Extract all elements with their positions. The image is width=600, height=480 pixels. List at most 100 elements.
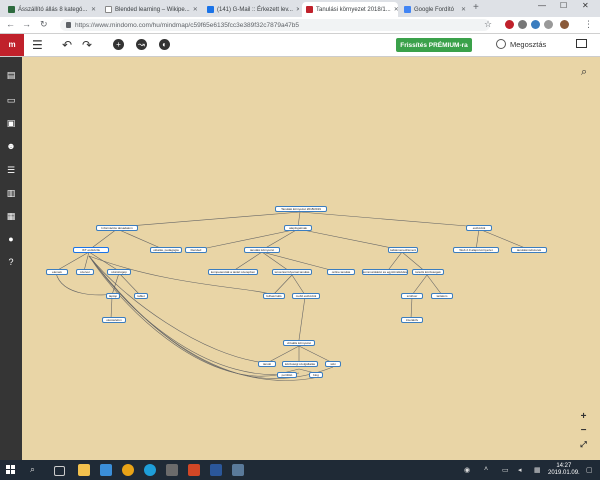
chrome-icon[interactable] bbox=[122, 464, 134, 476]
extension-icon[interactable] bbox=[544, 20, 553, 29]
mindmap-topic[interactable]: alapfogalmak bbox=[284, 225, 312, 231]
notes-icon[interactable]: ▥ bbox=[6, 188, 16, 198]
mindmap-canvas[interactable]: Tanulási környezet 2018/2019 Információs… bbox=[22, 57, 600, 460]
forward-button[interactable]: → bbox=[22, 19, 31, 29]
mindmap-topic[interactable]: elemek bbox=[46, 269, 68, 275]
tray-chevron-icon[interactable]: ˄ bbox=[484, 466, 489, 473]
mindmap-topic[interactable]: blended bbox=[185, 247, 207, 253]
bulb-icon[interactable]: ● bbox=[8, 234, 14, 244]
browser-menu-icon[interactable]: ⋮ bbox=[584, 19, 593, 29]
undo-icon[interactable]: ↶ bbox=[62, 38, 73, 52]
mindmap-topic[interactable]: blog bbox=[309, 372, 323, 378]
extension-icon[interactable] bbox=[505, 20, 514, 29]
mindmap-topic[interactable]: kompetenciák a tanári szerepben bbox=[208, 269, 258, 275]
mindmap-topic[interactable]: tanulói közösségek bbox=[412, 269, 444, 275]
search-icon[interactable]: ⌕ bbox=[581, 66, 588, 78]
word-icon[interactable] bbox=[210, 464, 222, 476]
mindmap-topic[interactable]: számítógép bbox=[107, 269, 131, 275]
chat-icon[interactable]: ▦ bbox=[6, 211, 16, 221]
premium-upgrade-button[interactable]: Frissítés PRÉMIUM-ra bbox=[396, 38, 472, 52]
mindmap-topic[interactable]: laptop bbox=[106, 293, 120, 299]
network-icon[interactable]: ▭ bbox=[502, 467, 509, 474]
redo-icon[interactable]: ↷ bbox=[82, 38, 93, 52]
window-close-button[interactable]: ✕ bbox=[582, 1, 589, 10]
mindmap-topic[interactable]: tudásmenedzsment bbox=[388, 247, 418, 253]
mindmap-topic[interactable]: szerver bbox=[76, 269, 94, 275]
add-relationship-icon[interactable]: ↝ bbox=[136, 39, 147, 50]
mindmap-topic[interactable]: online tanulás bbox=[327, 269, 355, 275]
reload-button[interactable]: ↻ bbox=[40, 19, 48, 29]
fit-to-screen-icon[interactable]: ⤢ bbox=[580, 440, 587, 449]
list-icon[interactable]: ☰ bbox=[6, 165, 16, 175]
search-icon[interactable]: ⌕ bbox=[30, 464, 36, 474]
powerpoint-icon[interactable] bbox=[188, 464, 200, 476]
close-tab-icon[interactable]: ✕ bbox=[460, 7, 466, 13]
mindmap-topic[interactable]: eszközök bbox=[466, 225, 492, 231]
new-tab-button[interactable]: + bbox=[473, 2, 479, 13]
emoji-icon[interactable]: ☻ bbox=[6, 141, 16, 151]
mindmap-topic[interactable]: felhasználó bbox=[263, 293, 285, 299]
extension-icon[interactable] bbox=[531, 20, 540, 29]
mindmap-topic[interactable]: mobil eszközök bbox=[292, 293, 320, 299]
mindmap-topic[interactable]: szoftver bbox=[401, 293, 423, 299]
text-icon[interactable]: ▭ bbox=[6, 95, 16, 105]
close-tab-icon[interactable]: ✕ bbox=[192, 7, 197, 13]
people-icon[interactable]: ◉ bbox=[464, 467, 471, 474]
url-bar[interactable]: https://www.mindomo.com/hu/mindmap/c59f6… bbox=[60, 19, 490, 31]
system-clock[interactable]: 14:27 2019.01.09. bbox=[548, 463, 580, 477]
files-icon[interactable] bbox=[100, 464, 112, 476]
zoom-out-button[interactable]: − bbox=[580, 425, 587, 436]
photos-icon[interactable] bbox=[232, 464, 244, 476]
mindmap-topic[interactable]: oktatás, pedagógia bbox=[150, 247, 182, 253]
browser-tab[interactable]: Blended learning – Wikipe... ✕ bbox=[101, 2, 197, 17]
mindmap-topic[interactable]: tanuló bbox=[258, 361, 276, 367]
mindmap-topic[interactable]: tanulási környezet bbox=[244, 247, 280, 253]
extension-icon[interactable] bbox=[518, 20, 527, 29]
keyboard-icon[interactable]: ▦ bbox=[534, 467, 541, 474]
browser-tab-active[interactable]: Tanulási környezet 2018/1... ✕ bbox=[302, 2, 398, 17]
windows-start-icon[interactable] bbox=[6, 465, 16, 475]
store-icon[interactable] bbox=[166, 464, 178, 476]
theme-icon[interactable]: ◐ bbox=[159, 39, 170, 50]
browser-tab[interactable]: Google Fordító ✕ bbox=[400, 2, 470, 17]
zoom-in-button[interactable]: + bbox=[580, 411, 587, 422]
mindmap-topic[interactable]: kommunikáció és együttműködés bbox=[362, 269, 408, 275]
root-topic[interactable]: Tanulási környezet 2018/2019 bbox=[275, 206, 327, 212]
doc-icon[interactable]: ▤ bbox=[6, 70, 16, 80]
file-explorer-icon[interactable] bbox=[78, 464, 90, 476]
mindmap-topic[interactable]: közösségi szolgáltatás bbox=[282, 361, 318, 367]
close-tab-icon[interactable]: ✕ bbox=[295, 7, 299, 13]
mindmap-topic[interactable]: tervezési folyamat tanulás bbox=[272, 269, 312, 275]
mindmap-topic[interactable]: tablet bbox=[134, 293, 148, 299]
add-topic-icon[interactable]: + bbox=[113, 39, 124, 50]
help-icon[interactable]: ? bbox=[8, 257, 14, 267]
mindmap-topic[interactable]: wiki bbox=[325, 361, 341, 367]
volume-icon[interactable]: ◂ bbox=[518, 467, 522, 474]
task-view-icon[interactable] bbox=[54, 466, 65, 476]
skype-icon[interactable] bbox=[144, 464, 156, 476]
mindmap-topic[interactable]: interaktív bbox=[401, 317, 423, 323]
hamburger-menu-icon[interactable]: ☰ bbox=[32, 38, 43, 52]
mindmap-topic[interactable]: tanulásmódszerek bbox=[511, 247, 547, 253]
present-icon[interactable] bbox=[576, 39, 587, 48]
close-tab-icon[interactable]: ✕ bbox=[90, 7, 96, 13]
maximize-button[interactable]: ☐ bbox=[560, 1, 568, 10]
minimize-button[interactable]: — bbox=[538, 1, 546, 10]
mindomo-logo[interactable]: m bbox=[0, 34, 24, 56]
mindmap-topic[interactable]: Web 2.0 alapú környezet bbox=[453, 247, 499, 253]
image-icon[interactable]: ▣ bbox=[6, 118, 16, 128]
back-button[interactable]: ← bbox=[6, 19, 15, 29]
close-tab-icon[interactable]: ✕ bbox=[393, 7, 398, 13]
browser-tab[interactable]: Ásszállító állás 8 kategó... ✕ bbox=[4, 2, 100, 17]
browser-tab[interactable]: (141) G-Mail :: Érkezett lev... ✕ bbox=[203, 2, 299, 17]
mindmap-topic[interactable]: tartalom bbox=[431, 293, 453, 299]
profile-avatar[interactable] bbox=[560, 20, 569, 29]
mindmap-topic[interactable]: virtuális környezet bbox=[283, 340, 315, 346]
mindmap-topic-selected[interactable]: IKT eszközök bbox=[73, 247, 109, 253]
mindmap-topic[interactable]: okostelefon bbox=[102, 317, 126, 323]
notifications-icon[interactable]: ▢ bbox=[586, 467, 593, 474]
mindmap-topic[interactable]: portfólió bbox=[277, 372, 297, 378]
bookmark-star-icon[interactable]: ☆ bbox=[484, 19, 493, 29]
mindmap-topic[interactable]: Információs társadalom bbox=[96, 225, 138, 231]
share-button[interactable]: Megosztás bbox=[496, 39, 546, 49]
